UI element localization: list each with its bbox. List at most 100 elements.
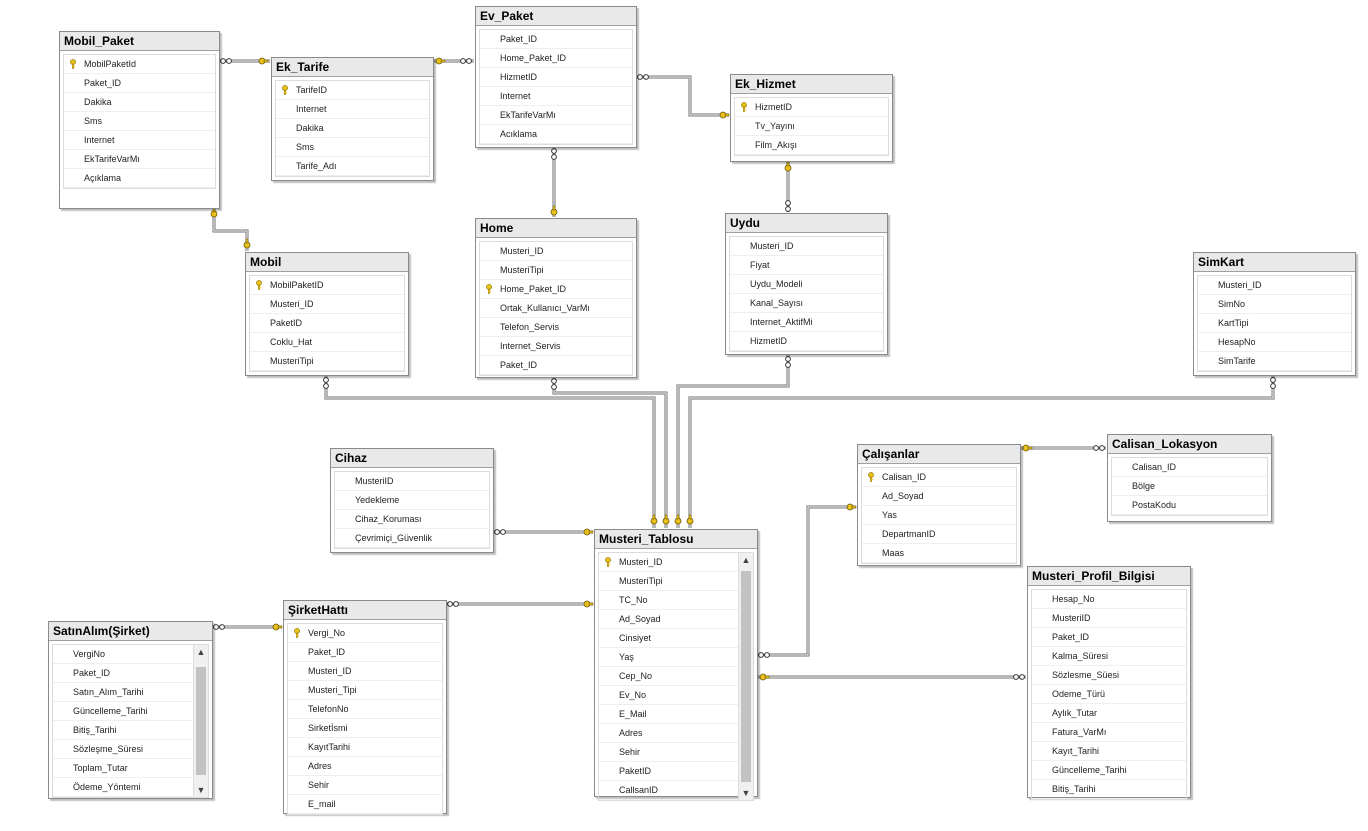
column-row[interactable]: SimNo <box>1198 295 1351 314</box>
column-row[interactable]: Yedekleme <box>335 491 489 510</box>
column-row[interactable]: Kanal_Sayısı <box>730 294 883 313</box>
column-row[interactable]: MusteriID <box>335 472 489 491</box>
column-row[interactable]: Sehir <box>288 776 442 795</box>
column-row[interactable]: Bitiş_Tarihi <box>1032 780 1186 799</box>
column-row[interactable]: Cihaz_Koruması <box>335 510 489 529</box>
column-row[interactable]: Adres <box>599 724 738 743</box>
column-row[interactable]: Internet <box>64 131 215 150</box>
column-row[interactable]: CallsanID <box>599 781 738 800</box>
column-row[interactable]: MusteriTipi <box>480 261 632 280</box>
column-row[interactable]: Tarife_Adı <box>276 157 429 176</box>
column-row[interactable]: Cinsiyet <box>599 629 738 648</box>
column-row[interactable]: MobilPaketID <box>250 276 404 295</box>
table-title[interactable]: SimKart <box>1194 253 1355 272</box>
column-row[interactable]: Musteri_Tipi <box>288 681 442 700</box>
column-row[interactable]: Ad_Soyad <box>599 610 738 629</box>
column-row[interactable]: TC_No <box>599 591 738 610</box>
column-row[interactable]: MobilPaketId <box>64 55 215 74</box>
column-row[interactable]: TelefonNo <box>288 700 442 719</box>
column-row[interactable]: Kalma_Süresi <box>1032 647 1186 666</box>
column-row[interactable]: Internet_AktifMi <box>730 313 883 332</box>
column-row[interactable]: Odeme_Türü <box>1032 685 1186 704</box>
column-row[interactable]: Coklu_Hat <box>250 333 404 352</box>
vertical-scrollbar[interactable]: ▲▼ <box>738 553 753 800</box>
column-row[interactable]: Sözlesme_Süesi <box>1032 666 1186 685</box>
scroll-up-icon[interactable]: ▲ <box>196 647 206 657</box>
column-row[interactable]: MusteriID <box>1032 609 1186 628</box>
table-title[interactable]: Ev_Paket <box>476 7 636 26</box>
column-row[interactable]: Sms <box>64 112 215 131</box>
column-row[interactable]: KartTipi <box>1198 314 1351 333</box>
column-row[interactable]: Paket_ID <box>288 643 442 662</box>
column-row[interactable]: HizmetID <box>735 98 888 117</box>
column-row[interactable]: Calisan_ID <box>1112 458 1267 477</box>
table-title[interactable]: Ek_Hizmet <box>731 75 892 94</box>
column-row[interactable]: Musteri_ID <box>480 242 632 261</box>
column-row[interactable]: Musteri_ID <box>1198 276 1351 295</box>
column-row[interactable]: Dakika <box>64 93 215 112</box>
column-row[interactable]: EkTarifeVarMı <box>64 150 215 169</box>
vertical-scrollbar[interactable]: ▲▼ <box>193 645 208 797</box>
column-row[interactable]: Açıklama <box>64 169 215 188</box>
column-row[interactable]: Sözleşme_Süresi <box>53 740 193 759</box>
column-row[interactable]: E_mail <box>288 795 442 814</box>
table-title[interactable]: Cihaz <box>331 449 493 468</box>
table-title[interactable]: SatınAlım(Şirket) <box>49 622 212 641</box>
column-row[interactable]: MusteriTipi <box>250 352 404 371</box>
table-title[interactable]: Ek_Tarife <box>272 58 433 77</box>
column-row[interactable]: Home_Paket_ID <box>480 280 632 299</box>
scrollbar-thumb[interactable] <box>741 571 751 782</box>
column-row[interactable]: Kayıt_Tarihi <box>1032 742 1186 761</box>
column-row[interactable]: Paket_ID <box>1032 628 1186 647</box>
column-row[interactable]: HizmetID <box>480 68 632 87</box>
column-row[interactable]: Paket_ID <box>480 356 632 375</box>
column-row[interactable]: Film_Akışı <box>735 136 888 155</box>
column-row[interactable]: Hesap_No <box>1032 590 1186 609</box>
column-row[interactable]: Yas <box>862 506 1016 525</box>
column-row[interactable]: Güncelleme_Tarihi <box>1032 761 1186 780</box>
table-title[interactable]: Mobil <box>246 253 408 272</box>
column-row[interactable]: Internet <box>480 87 632 106</box>
column-row[interactable]: Fiyat <box>730 256 883 275</box>
column-row[interactable]: DepartmanID <box>862 525 1016 544</box>
column-row[interactable]: Sirketİsmi <box>288 719 442 738</box>
column-row[interactable]: Internet <box>276 100 429 119</box>
table-title[interactable]: Musteri_Profil_Bilgisi <box>1028 567 1190 586</box>
table-title[interactable]: ŞirketHattı <box>284 601 446 620</box>
column-row[interactable]: MusteriTipi <box>599 572 738 591</box>
table-title[interactable]: Calisan_Lokasyon <box>1108 435 1271 454</box>
column-row[interactable]: Yaş <box>599 648 738 667</box>
column-row[interactable]: Çevrimiçi_Güvenlik <box>335 529 489 548</box>
column-row[interactable]: KayıtTarihi <box>288 738 442 757</box>
column-row[interactable]: Ortak_Kullanıcı_VarMı <box>480 299 632 318</box>
scroll-down-icon[interactable]: ▼ <box>196 785 206 795</box>
column-row[interactable]: Sehir <box>599 743 738 762</box>
column-row[interactable]: Aylık_Tutar <box>1032 704 1186 723</box>
column-row[interactable]: Calisan_ID <box>862 468 1016 487</box>
column-row[interactable]: Telefon_Servis <box>480 318 632 337</box>
table-title[interactable]: Musteri_Tablosu <box>595 530 757 549</box>
scroll-down-icon[interactable]: ▼ <box>741 788 751 798</box>
column-row[interactable]: Home_Paket_ID <box>480 49 632 68</box>
column-row[interactable]: E_Mail <box>599 705 738 724</box>
column-row[interactable]: Fatura_VarMı <box>1032 723 1186 742</box>
column-row[interactable]: Tv_Yayını <box>735 117 888 136</box>
column-row[interactable]: PaketID <box>250 314 404 333</box>
column-row[interactable]: HesapNo <box>1198 333 1351 352</box>
column-row[interactable]: Ad_Soyad <box>862 487 1016 506</box>
column-row[interactable]: Bölge <box>1112 477 1267 496</box>
scroll-up-icon[interactable]: ▲ <box>741 555 751 565</box>
